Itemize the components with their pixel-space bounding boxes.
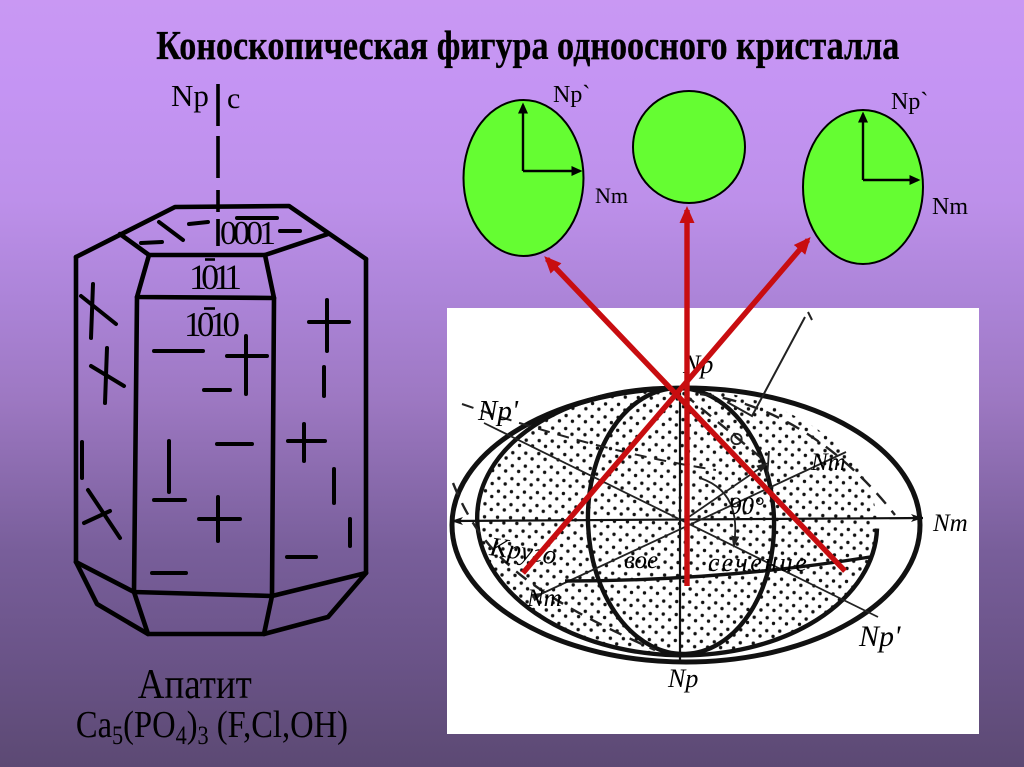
svg-text:Nm: Nm xyxy=(526,585,562,612)
svg-text:Nm: Nm xyxy=(595,183,628,208)
svg-text:сечение: сечение xyxy=(708,548,809,577)
svg-text:Np: Np xyxy=(667,664,698,693)
svg-text:Np`: Np` xyxy=(553,82,590,108)
svg-text:90°: 90° xyxy=(729,493,764,520)
svg-text:Np: Np xyxy=(171,78,209,113)
svg-text:1010: 1010 xyxy=(184,305,240,344)
svg-text:1011: 1011 xyxy=(189,257,242,297)
svg-text:Np': Np' xyxy=(477,395,519,427)
svg-text:c: c xyxy=(227,82,240,115)
svg-text:Np`: Np` xyxy=(891,89,928,115)
svg-text:Nm: Nm xyxy=(932,194,968,220)
svg-text:0001: 0001 xyxy=(220,215,276,252)
svg-text:вое: вое xyxy=(624,547,658,574)
svg-text:Nm: Nm xyxy=(810,449,846,476)
svg-text:Nm: Nm xyxy=(932,510,968,537)
svg-text:Np': Np' xyxy=(858,620,901,653)
